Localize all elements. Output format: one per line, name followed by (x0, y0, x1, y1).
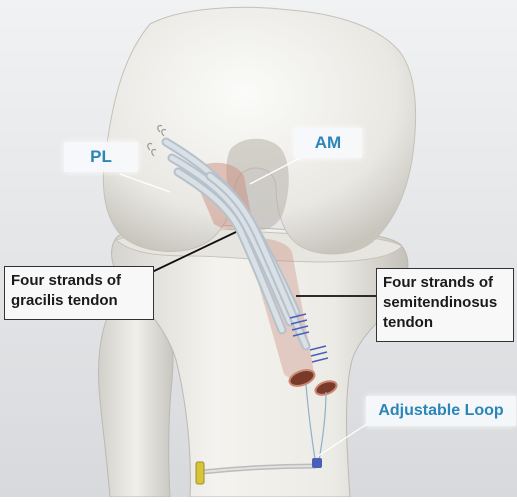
semi-line-2: semitendinosus (383, 293, 507, 313)
cortical-button (196, 462, 204, 484)
semi-line-3: tendon (383, 313, 507, 333)
label-gracilis-tendon: Four strands of gracilis tendon (4, 266, 154, 320)
label-am: AM (294, 128, 362, 158)
gracilis-line-1: Four strands of (11, 271, 147, 291)
semi-line-1: Four strands of (383, 273, 507, 293)
label-semitendinosus-tendon: Four strands of semitendinosus tendon (376, 268, 514, 342)
loop-knot (312, 458, 322, 468)
label-pl: PL (64, 142, 138, 172)
label-adjustable-loop: Adjustable Loop (366, 396, 516, 426)
gracilis-line-2: gracilis tendon (11, 291, 147, 311)
